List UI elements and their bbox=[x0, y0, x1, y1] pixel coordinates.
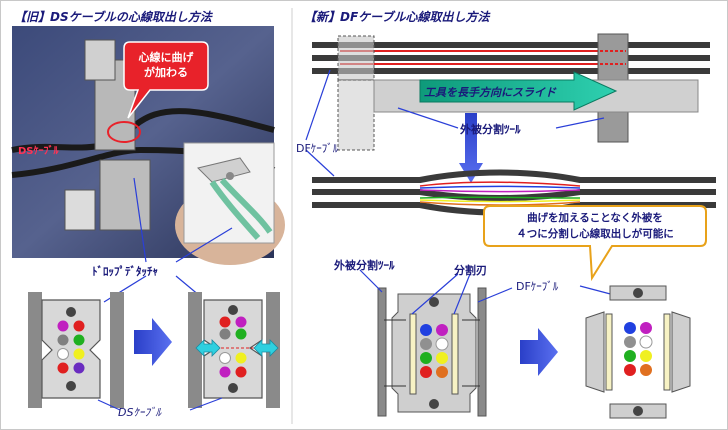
pointer-line bbox=[359, 269, 383, 293]
photo-ds-cable-label: DSｹｰﾌﾞﾙ bbox=[18, 146, 59, 157]
ds-cable-cross-section-after bbox=[188, 292, 280, 408]
double-arrow-icon bbox=[195, 339, 279, 357]
df-cross-section-split bbox=[585, 285, 691, 419]
pointer-line bbox=[397, 107, 459, 129]
pointer-line bbox=[411, 273, 459, 315]
red-callout-line1: 心線に曲げ bbox=[138, 51, 194, 64]
pointer-line bbox=[97, 399, 121, 411]
pointer-line bbox=[189, 397, 223, 411]
bend-highlight bbox=[107, 121, 141, 143]
red-callout-line2: が加わる bbox=[144, 66, 188, 79]
yellow-callout-line2: ４つに分割し心線取出しが可能に bbox=[516, 228, 674, 240]
right-arrow-icon bbox=[520, 328, 558, 376]
right-arrow-icon bbox=[134, 318, 172, 366]
df-cable-left-label: DFｹｰﾌﾞﾙ bbox=[296, 142, 339, 155]
outer-split-tool-top-label: 外被分割ﾂｰﾙ bbox=[460, 123, 521, 136]
drop-detacher-label: ﾄﾞﾛｯﾌﾟﾃﾞﾀｯﾁｬ bbox=[92, 265, 158, 278]
df-cable-straight bbox=[312, 42, 710, 74]
yellow-callout-text: 曲げを加えることなく外被を ４つに分割し心線取出しが可能に bbox=[486, 210, 704, 242]
ds-cable-bottom-label: DSｹｰﾌﾞﾙ bbox=[118, 406, 161, 419]
pointer-line bbox=[133, 177, 147, 263]
down-arrow-icon bbox=[459, 113, 483, 183]
pointer-line bbox=[477, 287, 513, 303]
red-callout-text: 心線に曲げ が加わる bbox=[126, 50, 206, 80]
pointer-line bbox=[453, 273, 471, 315]
title-new-method: 【新】DFケーブル心線取出し方法 bbox=[304, 10, 490, 24]
split-blade-label: 分割刃 bbox=[454, 264, 487, 277]
outer-split-tool-bottom-label: 外被分割ﾂｰﾙ bbox=[334, 259, 395, 272]
yellow-callout-bubble bbox=[483, 205, 707, 282]
df-cable-right-label: DFｹｰﾌﾞﾙ bbox=[516, 280, 559, 293]
slide-arrow bbox=[419, 71, 618, 111]
df-cross-section-with-tool bbox=[377, 287, 487, 417]
tool-ghost-handle bbox=[337, 79, 375, 151]
pointer-line bbox=[305, 149, 335, 177]
red-callout-bubble bbox=[123, 41, 209, 119]
title-old-method: 【旧】DSケーブルの心線取出し方法 bbox=[14, 10, 212, 24]
tool-ghost-position bbox=[337, 35, 375, 81]
ds-cable-cross-section-before bbox=[28, 292, 124, 408]
pointer-line bbox=[555, 117, 605, 129]
pointer-line bbox=[175, 227, 233, 263]
slide-arrow-text: 工具を長手方向にスライド bbox=[424, 86, 556, 99]
yellow-callout-line1: 曲げを加えることなく外被を bbox=[527, 212, 663, 224]
pointer-line bbox=[305, 69, 331, 141]
